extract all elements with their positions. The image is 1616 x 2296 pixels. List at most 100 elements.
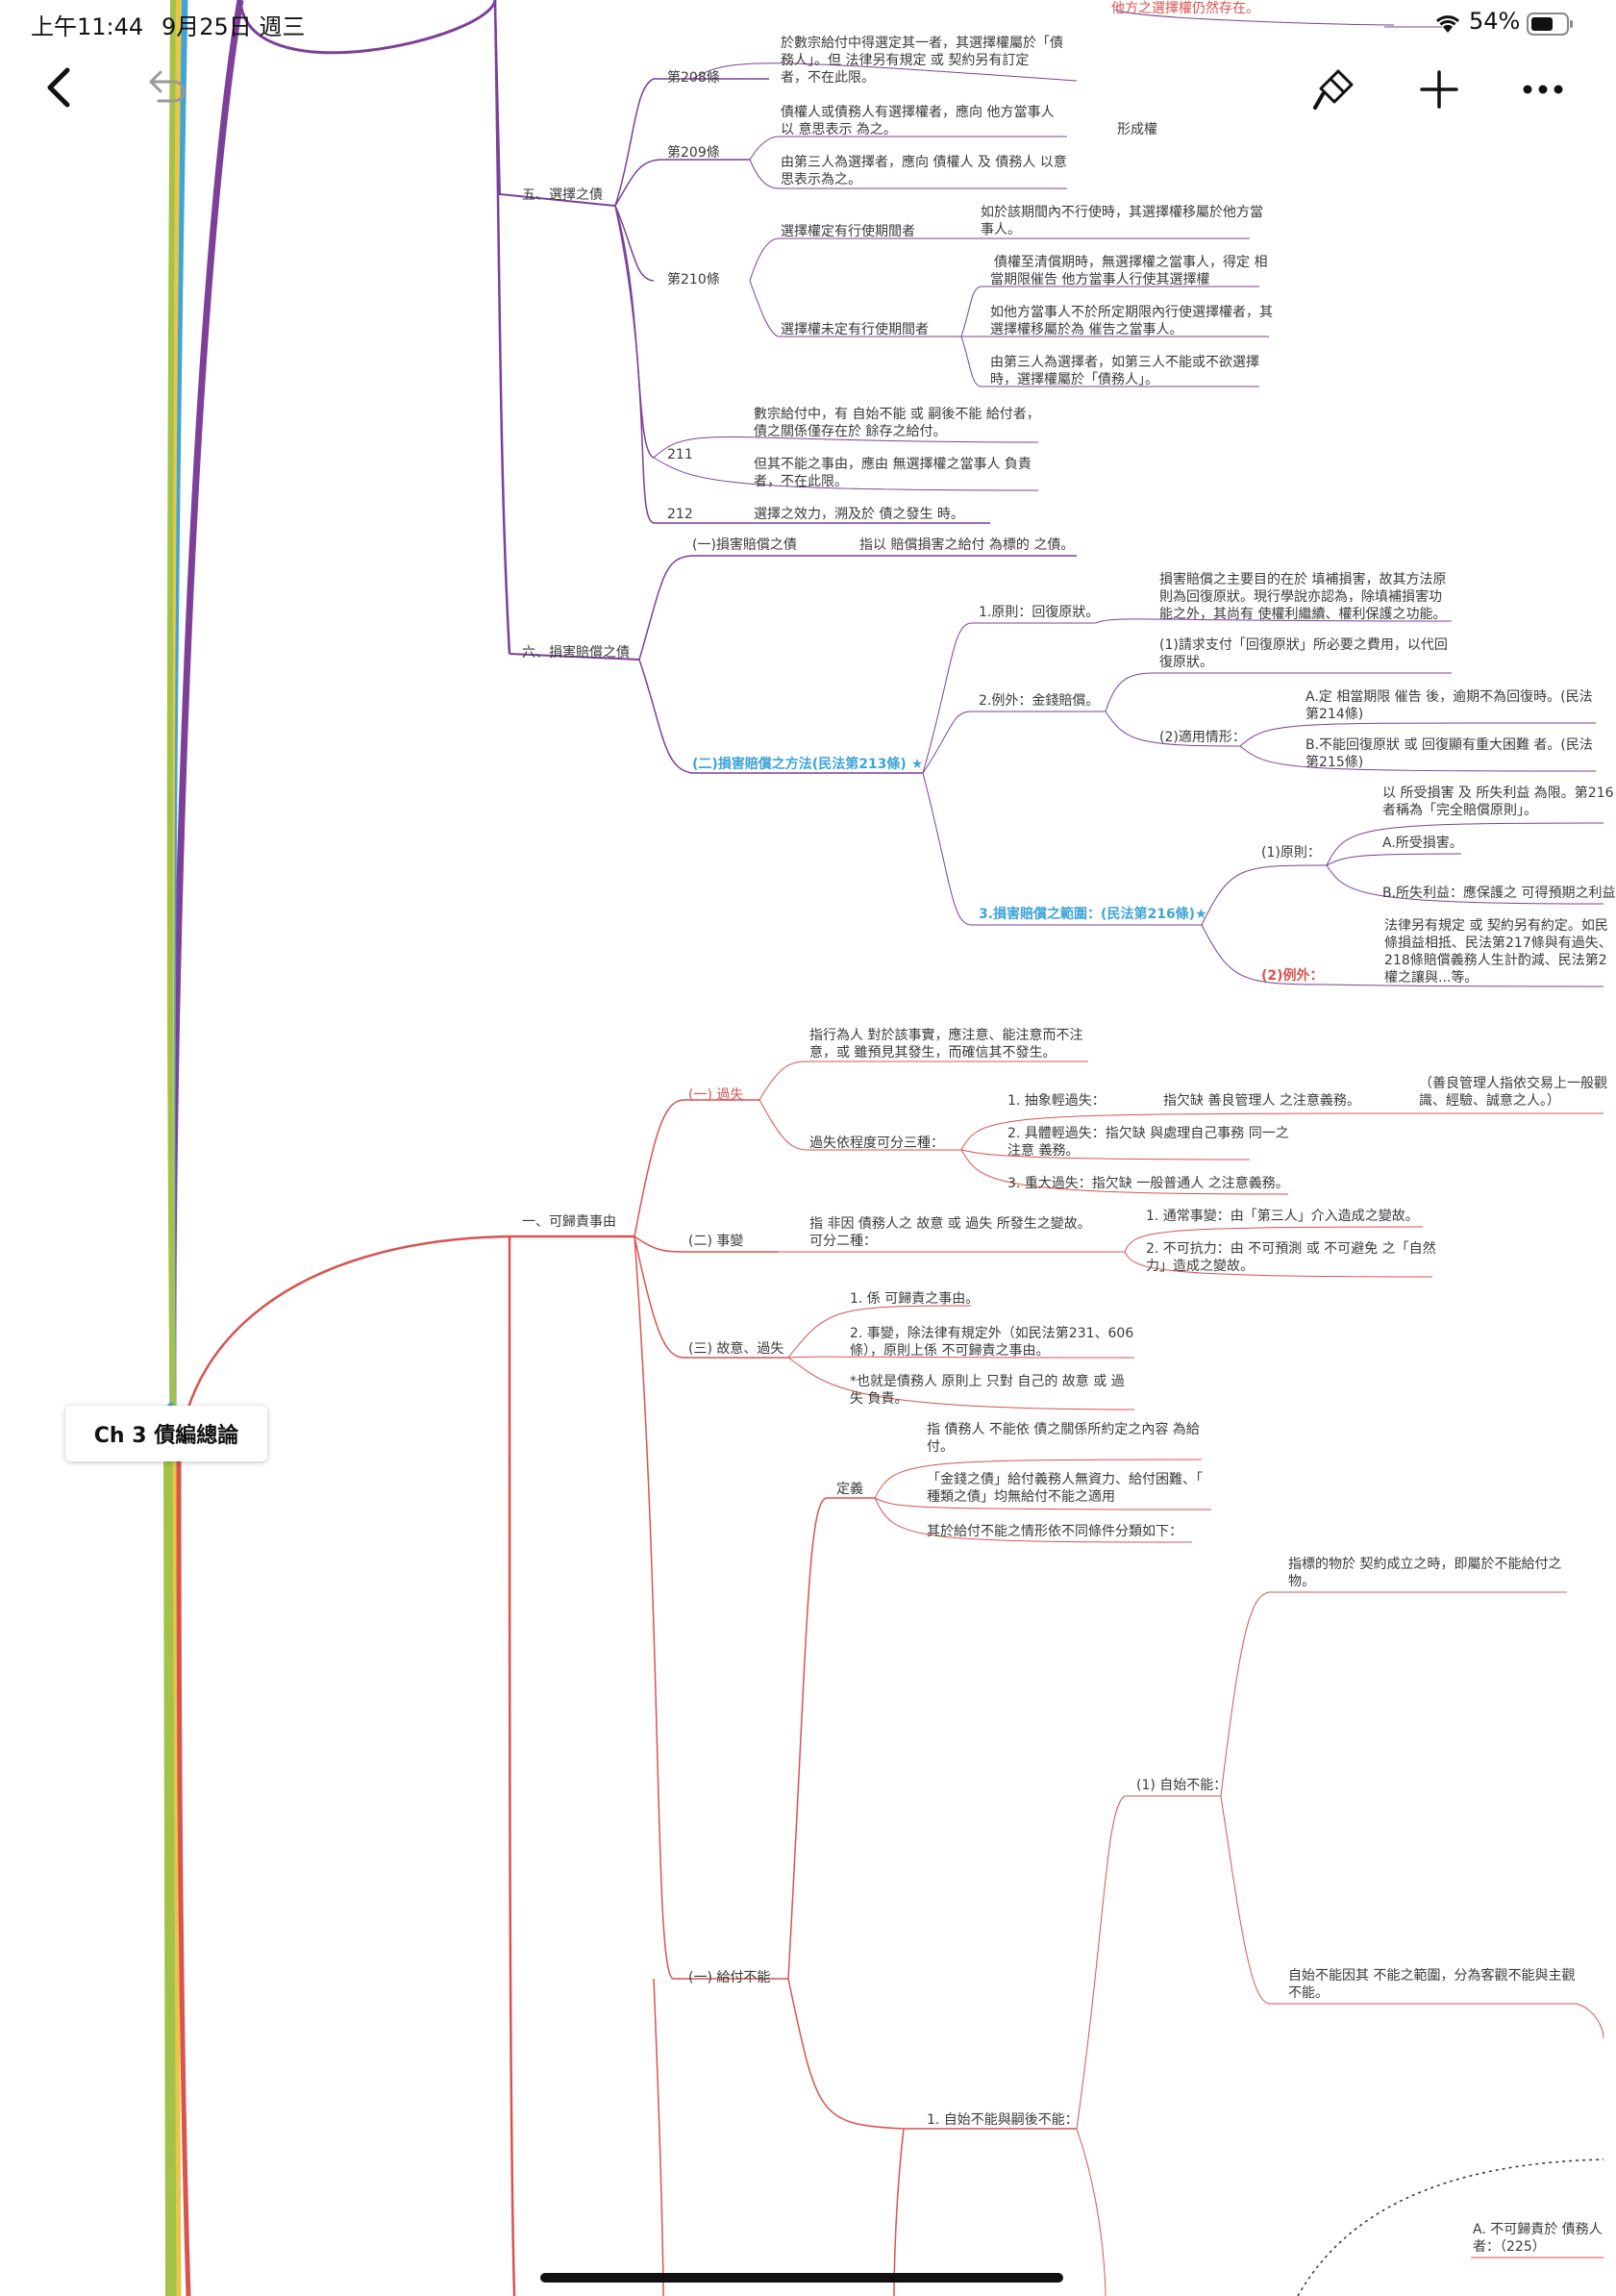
add-button[interactable] [1413,63,1465,115]
node-a209-t1b: 以 意思表示 為之。 [781,122,897,137]
node-s6-n2[interactable]: (二)損害賠償之方法(民法第213條) ★ [692,757,924,772]
paint-brush-icon [1313,69,1354,110]
node-impossible-c1[interactable]: 1. 自始不能與嗣後不能： [927,2112,1079,2128]
node-fault-label[interactable]: (一) 過失 [688,1087,744,1103]
node-s6-p3b1: 法律另有規定 或 契約另有約定。如民 [1384,918,1608,934]
node-s6-p1[interactable]: 1.原則：回復原狀。 [979,605,1100,620]
node-s6-p3a[interactable]: (1)原則： [1261,845,1321,861]
node-s6-p2a2: 復原狀。 [1159,655,1213,670]
node-s6-p1t1: 損害賠償之主要目的在於 填補損害，故其方法原 [1159,572,1447,587]
node-s6-p3b2: 條損益相抵、民法第217條與有過失、 [1384,936,1612,951]
node-fault-d1[interactable]: 1. 抽象輕過失： [1007,1093,1106,1109]
node-s6-p3a0b: 者稱為「完全賠償原則」。 [1382,803,1537,818]
node-s6-p2bB2: 第215條) [1305,755,1364,770]
node-s6-p2bA1: A.定 相當期限 催告 後，逾期不為回復時。(民法 [1305,689,1593,705]
battery-percent: 54% [1469,8,1521,35]
node-s6-p3b3: 218條賠償義務人生計酌減、民法第2 [1384,953,1607,968]
node-impossible-c1a1b: 物。 [1288,1574,1315,1589]
node-s6-p2[interactable]: 2.例外：金錢賠償。 [979,693,1100,709]
node-impossible-c1a[interactable]: (1) 自始不能： [1136,1778,1228,1793]
node-a210-n2[interactable]: 選擇權未定有行使期間者 [781,322,929,337]
node-impossible-rb2: 者：（225） [1473,2239,1546,2255]
node-fault-d1t: 指欠缺 善良管理人 之注意義務。 [1163,1093,1360,1109]
node-a211-t1b: 債之關係僅存在於 餘存之給付。 [754,424,947,439]
node-accident-def2: 可分二種： [809,1234,877,1249]
node-s6-p3aA: A.所受損害。 [1382,836,1463,851]
node-a208-text1: 於數宗給付中得選定其一者，其選擇權屬於「債 [781,36,1063,51]
node-impossible-def1b: 付。 [927,1439,954,1455]
node-impossible-def[interactable]: 定義 [836,1482,863,1497]
node-fault-d1x1: （善良管理人指依交易上一般觀 [1419,1076,1607,1091]
node-a210-label[interactable]: 第210條 [667,272,720,287]
status-time: 上午11:44 [31,13,144,40]
node-s6-p2bA2: 第214條) [1305,707,1364,722]
node-a210-n1t1: 如於該期間內不行使時，其選擇權移屬於他方當 [981,205,1263,220]
node-a211-label[interactable]: 211 [667,447,693,462]
node-intent-i2a: 2. 事變，除法律有規定外（如民法第231、606 [850,1326,1134,1341]
node-a211-t1a: 數宗給付中，有 自始不能 或 嗣後不能 給付者， [754,407,1040,422]
more-button[interactable] [1517,63,1569,115]
node-a211-t2b: 者，不在此限。 [754,474,848,489]
node-accident-a2a: 2. 不可抗力：由 不可預測 或 不可避免 之「自然 [1146,1241,1436,1257]
node-fault-d3: 3. 重大過失：指欠缺 一般普通人 之注意義務。 [1007,1176,1289,1191]
node-s6-title[interactable]: 六、損害賠償之債 [522,645,630,661]
chevron-left-icon [47,67,70,108]
node-s6-p3a0a: 以 所受損害 及 所失利益 為限。第216 [1382,786,1614,801]
node-a210-n2c1: 由第三人為選擇者，如第三人不能或不欲選擇 [990,355,1259,370]
node-s6-p3aB: B.所失利益：應保護之 可得預期之利益 [1382,886,1616,901]
node-red-title[interactable]: 一、可歸責事由 [522,1214,616,1230]
more-horizontal-icon [1523,85,1563,94]
node-a210-n2a2: 當期限催告 他方當事人行使其選擇權 [990,272,1210,287]
node-impossible-c1a1a: 指標的物於 契約成立之時，即屬於不能給付之 [1288,1557,1562,1572]
node-fault-d2a: 2. 具體輕過失：指欠缺 與處理自己事務 同一之 [1007,1126,1289,1141]
wifi-icon [1432,12,1463,38]
node-s6-n1t: 指以 賠償損害之給付 為標的 之債。 [859,537,1075,553]
node-intent-i2b: 條），原則上係 不可歸責之事由。 [850,1343,1050,1359]
undo-button[interactable] [142,63,190,112]
node-accident-a1: 1. 通常事變：由「第三人」介入造成之變故。 [1146,1209,1419,1224]
node-s6-n1[interactable]: (一)損害賠償之債 [692,537,797,553]
node-a210-n2a1: 債權至清償期時，無選擇權之當事人，得定 相 [994,255,1268,270]
node-s6-p2b[interactable]: (2)適用情形： [1159,730,1246,745]
node-s6-p1t3: 能之外，其尚有 使權利繼續、權利保護之功能。 [1159,607,1447,622]
node-a209-t2a: 由第三人為選擇者，應向 債權人 及 債務人 以意 [781,155,1067,170]
node-a210-n2c2: 時，選擇權屬於「債務人」。 [990,372,1158,387]
node-a209-t1a: 債權人或債務人有選擇權者，應向 他方當事人 [781,105,1055,120]
undo-icon [149,70,186,103]
node-impossible-def2a: 「金錢之債」給付義務人無資力、給付困難、「 [927,1472,1203,1487]
node-a209-label[interactable]: 第209條 [667,145,720,161]
node-a210-n2b1: 如他方當事人不於所定期限內行使選擇權者，其 [990,305,1273,320]
node-fault-d2b: 注意 義務。 [1007,1143,1080,1159]
node-accident-def1: 指 非因 債務人之 故意 或 過失 所發生之變故。 [809,1216,1091,1232]
central-topic[interactable]: Ch 3 債編總論 [65,1406,267,1461]
node-intent-label[interactable]: (三) 故意、過失 [688,1341,784,1357]
node-a212-text: 選擇之效力，溯及於 債之發生 時。 [754,507,964,522]
node-impossible-label[interactable]: (一) 給付不能 [688,1970,771,1985]
node-accident-a2b: 力」造成之變故。 [1146,1259,1254,1274]
home-indicator[interactable] [540,2273,1063,2283]
node-fault-deg[interactable]: 過失依程度可分三種： [809,1136,944,1151]
node-top-cut[interactable]: 他方之選擇權仍然存在。 [1111,1,1259,16]
node-s5-title[interactable]: 五、選擇之債 [522,187,603,203]
style-button[interactable] [1307,63,1359,115]
node-s6-p3[interactable]: 3.損害賠償之範圍：(民法第216條)★ [979,907,1207,922]
node-fault-def2: 意，或 雖預見其發生，而確信其不發生。 [809,1045,1057,1061]
back-button[interactable] [35,63,83,112]
node-impossible-c1a2b: 不能。 [1288,1985,1329,2001]
node-impossible-def2b: 種類之債」均無給付不能之適用 [927,1489,1115,1505]
node-accident-label[interactable]: (二) 事變 [688,1234,744,1249]
plus-icon [1420,70,1458,109]
node-s6-p2a1: (1)請求支付「回復原狀」所必要之費用，以代回 [1159,637,1448,653]
node-s6-p3b[interactable]: (2)例外： [1261,968,1324,984]
status-date: 9月25日 週三 [162,13,306,40]
node-a210-n1[interactable]: 選擇權定有行使期間者 [781,224,915,239]
node-intent-i3b: 失 負責。 [850,1391,908,1407]
node-s6-p3b4: 權之讓與...等。 [1384,970,1479,986]
node-s6-p2bB1: B.不能回復原狀 或 回復顯有重大困難 者。(民法 [1305,737,1593,753]
node-a210-n2b2: 選擇權移屬於為 催告之當事人。 [990,322,1183,337]
node-a208-label[interactable]: 第208條 [667,70,720,86]
node-impossible-def3: 其於給付不能之情形依不同條件分類如下： [927,1524,1182,1539]
node-a212-label[interactable]: 212 [667,507,693,522]
node-a210-n1t2: 事人。 [981,222,1021,237]
node-a209-tag[interactable]: 形成權 [1117,122,1157,137]
